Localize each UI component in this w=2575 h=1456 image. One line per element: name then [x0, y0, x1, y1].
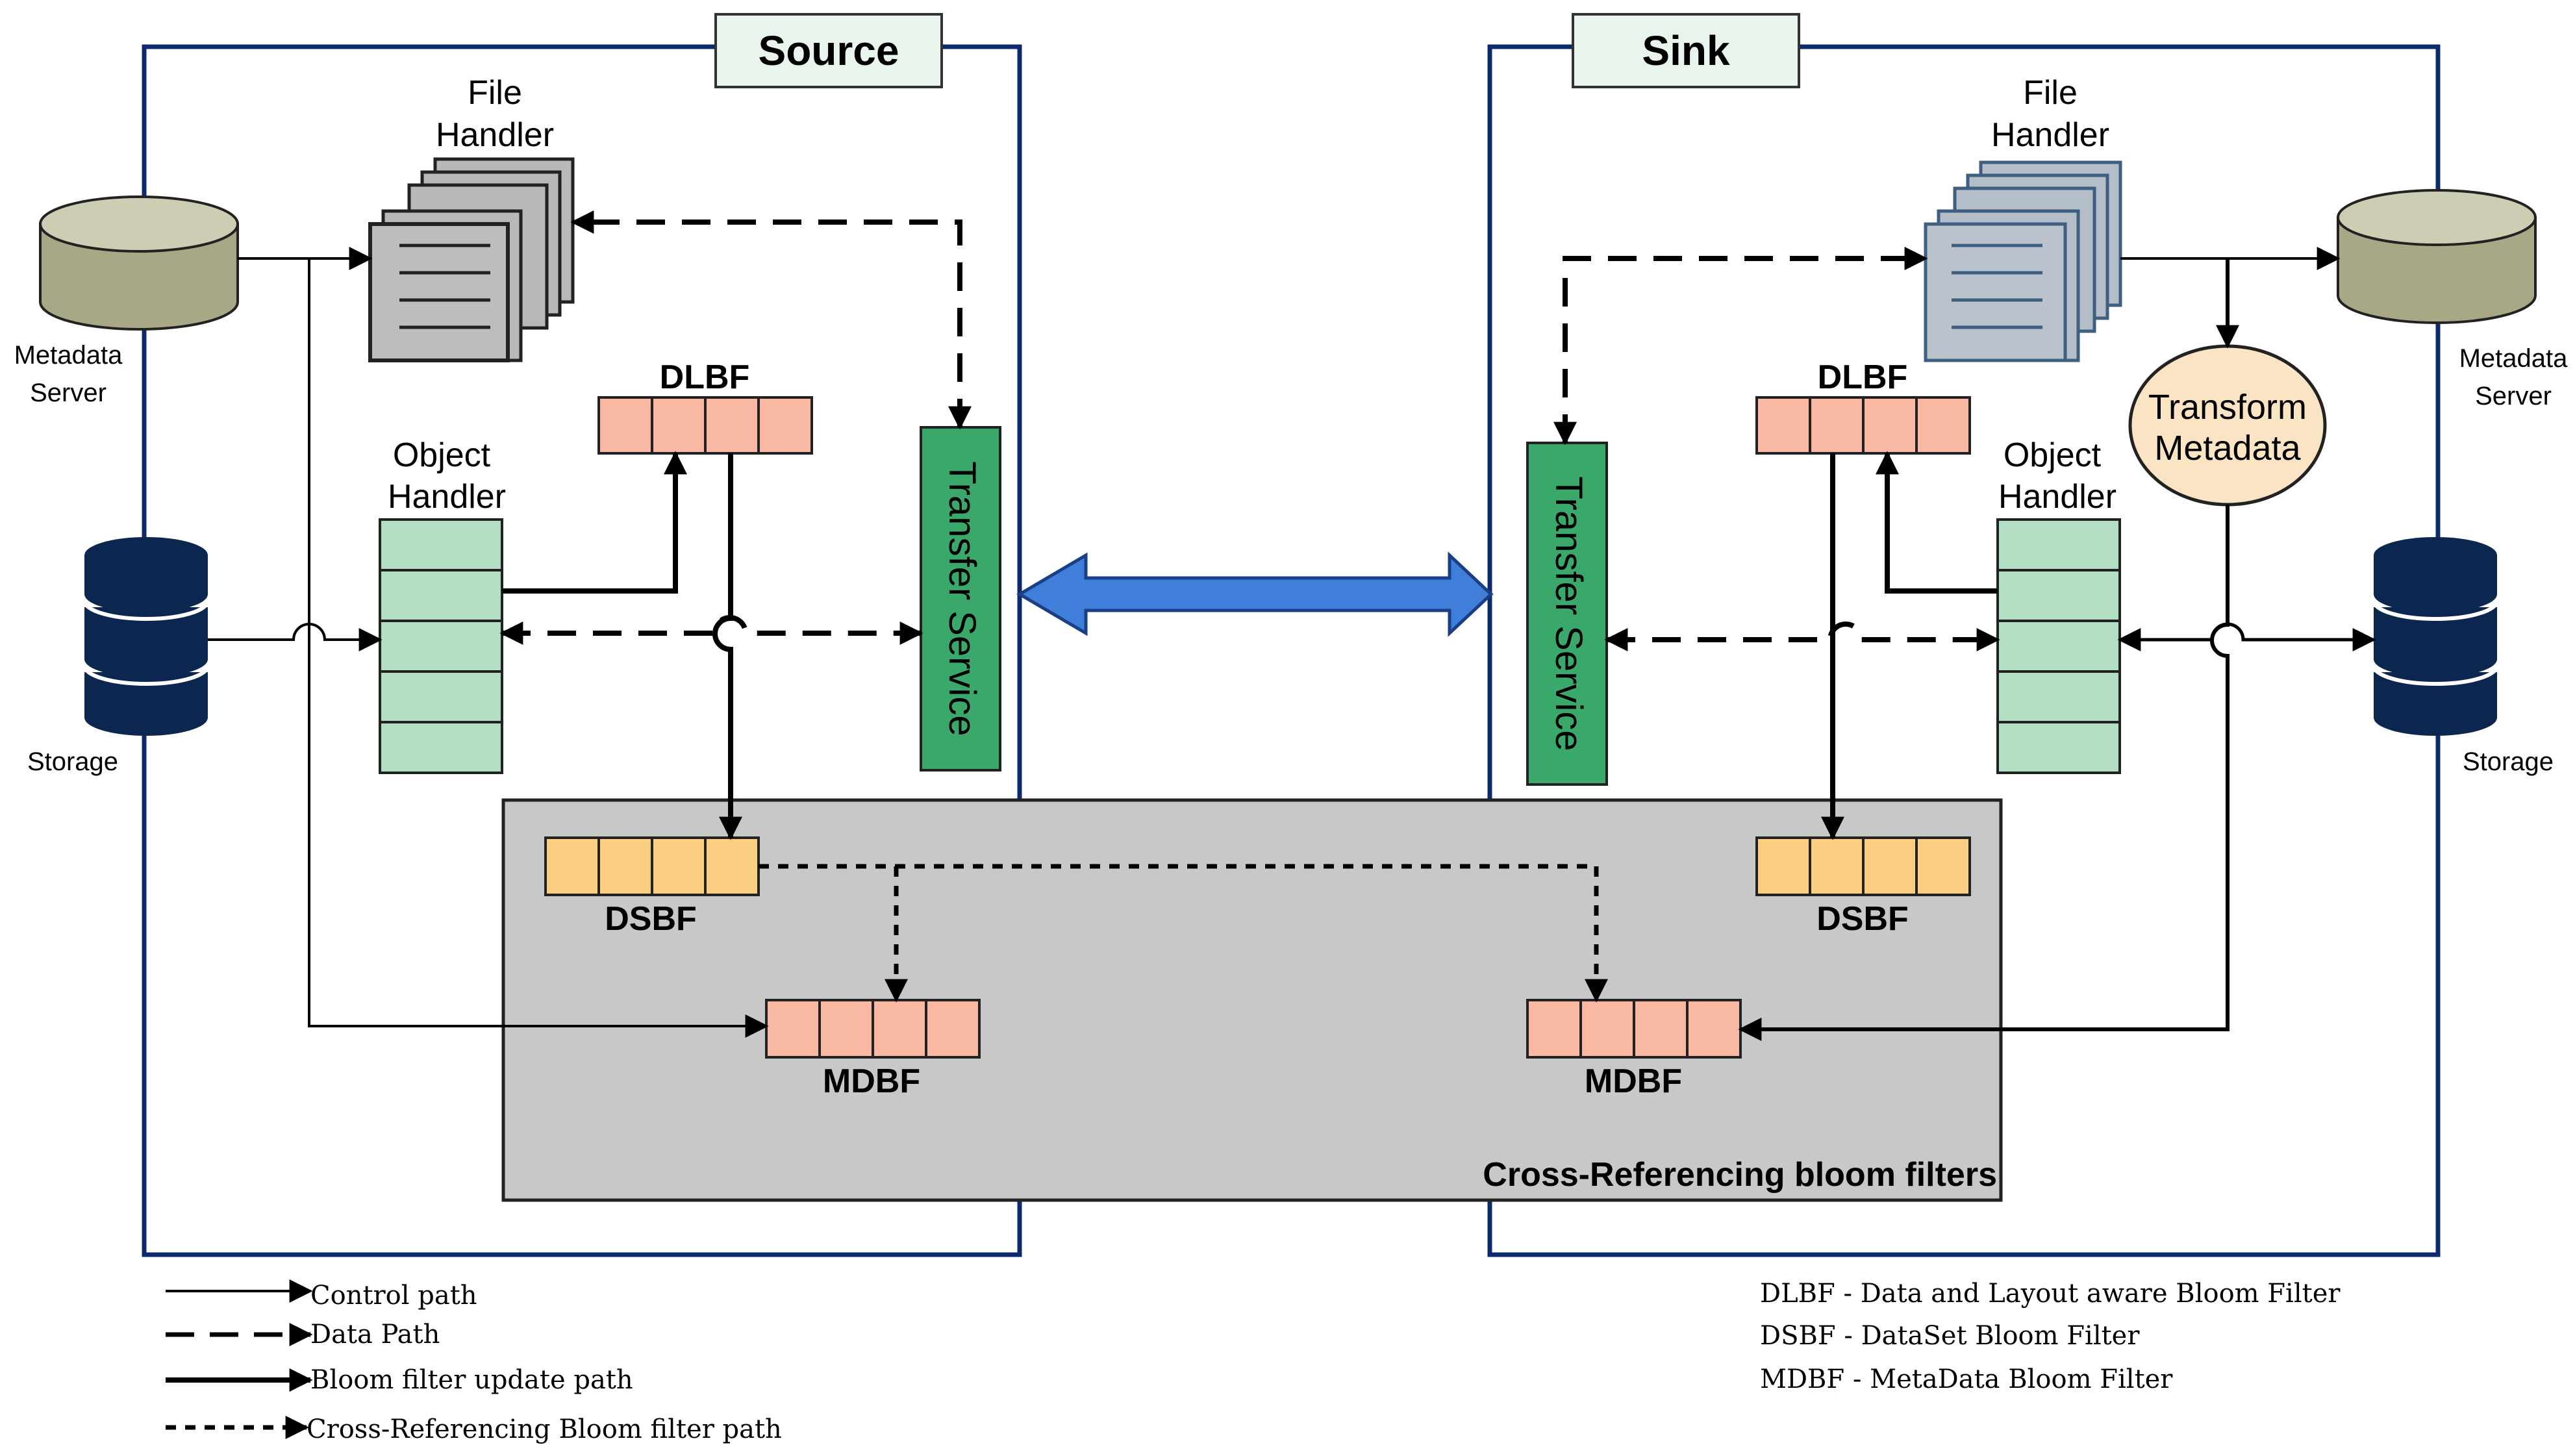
legend-cross-ref-label: Cross-Referencing Bloom filter path [307, 1414, 782, 1444]
sink-title-box [1572, 13, 1800, 88]
transform-metadata-label-1: Transform [2148, 388, 2307, 427]
sink-metadata-server-label-2: Server [2475, 382, 2552, 410]
legend-bloom-update-label: Bloom filter update path [310, 1365, 633, 1395]
sink-transfer-service-box [1526, 442, 1608, 786]
source-object-handler-icon [379, 518, 503, 774]
right-dsbf-label: DSBF [1816, 900, 1909, 938]
abbr-mdbf: MDBF - MetaData Bloom Filter [1760, 1364, 2173, 1394]
sink-file-handler-label-1: File [2023, 74, 2078, 112]
source-connections [208, 210, 972, 1038]
source-file-handler-icon [368, 157, 575, 362]
source-metadata-server-label-2: Server [30, 379, 107, 407]
abbreviations: DLBF - Data and Layout aware Bloom Filte… [1760, 1279, 2341, 1394]
legend-data-label: Data Path [310, 1320, 440, 1349]
source-file-handler-label-2: Handler [436, 116, 554, 154]
sink-dlbf-filter [1755, 396, 1971, 455]
sink-file-handler-icon [1924, 160, 2122, 362]
sink-dlbf-label: DLBF [1818, 358, 1908, 396]
source-title: Source [759, 27, 899, 74]
sink-storage-icon [2374, 537, 2497, 736]
abbr-dsbf: DSBF - DataSet Bloom Filter [1760, 1321, 2140, 1351]
sink-metadata-server-icon [2337, 189, 2537, 324]
source-title-box [714, 13, 943, 88]
left-dsbf-filter [544, 836, 760, 896]
left-dsbf-label: DSBF [605, 900, 697, 938]
sink-file-handler-label-2: Handler [1991, 116, 2109, 154]
sink-transfer-service-label: Transfer Service [1548, 476, 1590, 751]
left-mdbf-label: MDBF [823, 1062, 920, 1100]
right-mdbf-filter [1526, 999, 1742, 1059]
sink-metadata-server-label-1: Metadata [2459, 344, 2569, 373]
network-link-arrow [1016, 551, 1494, 637]
legend: Control path Data Path Bloom filter upda… [166, 1279, 782, 1444]
sink-storage-label: Storage [2463, 747, 2554, 776]
source-metadata-server-label-1: Metadata [14, 341, 123, 370]
cross-referencing-title: Cross-Referencing bloom filters [1483, 1156, 1997, 1194]
legend-control-label: Control path [310, 1281, 477, 1311]
source-transfer-service-label: Transfer Service [941, 461, 983, 736]
source-storage-label: Storage [27, 747, 118, 776]
right-dsbf-filter [1755, 836, 1971, 896]
source-object-handler-label-1: Object [393, 436, 491, 474]
source-dlbf-label: DLBF [660, 358, 750, 396]
left-mdbf-filter [765, 999, 981, 1059]
source-file-handler-label-1: File [468, 74, 522, 112]
transform-metadata-label-2: Metadata [2154, 429, 2301, 468]
right-mdbf-label: MDBF [1585, 1062, 1682, 1100]
cross-reference-paths [759, 864, 1608, 1003]
source-storage-icon [84, 537, 208, 736]
source-dlbf-filter [597, 396, 813, 455]
source-object-handler-label-2: Handler [388, 478, 506, 516]
sink-object-handler-label-2: Handler [1998, 478, 2117, 516]
sink-object-handler-label-1: Object [2003, 436, 2102, 474]
source-metadata-server-icon [39, 195, 239, 331]
sink-connections [1553, 247, 2376, 1041]
sink-object-handler-icon [1996, 518, 2121, 774]
abbr-dlbf: DLBF - Data and Layout aware Bloom Filte… [1760, 1279, 2341, 1309]
source-transfer-service-box [920, 426, 1001, 772]
sink-title: Sink [1642, 27, 1730, 74]
